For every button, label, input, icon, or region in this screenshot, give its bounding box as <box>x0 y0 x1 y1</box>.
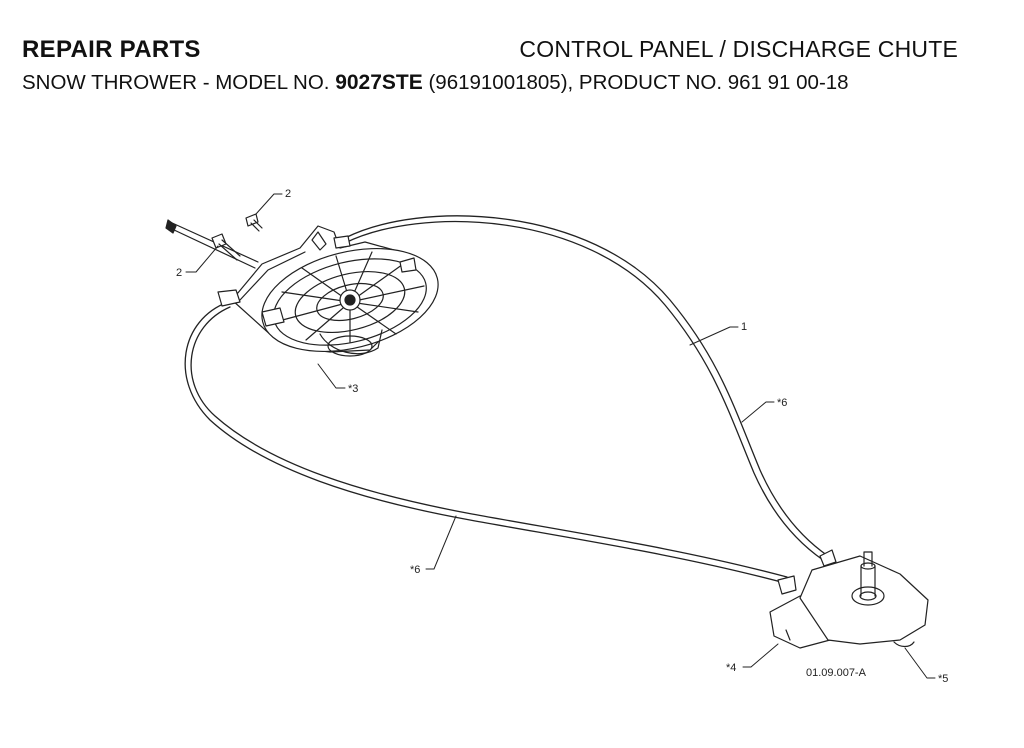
section-title: REPAIR PARTS <box>22 36 201 63</box>
callout-bracket: *4 <box>726 662 736 674</box>
callout-cable-right: *6 <box>777 397 787 409</box>
callout-bolt-top: 2 <box>285 188 291 200</box>
drawing-reference: 01.09.007-A <box>806 667 867 679</box>
cable-upper <box>344 215 829 561</box>
cable-lower <box>184 301 788 584</box>
callout-control-assembly: *3 <box>348 383 358 395</box>
callout-bolt-left: 2 <box>176 267 182 279</box>
bolt-part-2-top <box>245 213 263 232</box>
callout-cable-upper: 1 <box>741 321 747 333</box>
page-title: CONTROL PANEL / DISCHARGE CHUTE <box>519 36 958 62</box>
chute-base-assembly <box>769 549 929 649</box>
control-panel-assembly <box>165 219 439 357</box>
callout-chute-base: *5 <box>938 673 948 685</box>
leader-lines <box>185 193 936 679</box>
callout-cable-lower: *6 <box>410 564 420 576</box>
subtitle-prefix: SNOW THROWER - MODEL NO. <box>22 71 336 94</box>
bolt-part-2-left <box>211 233 241 261</box>
model-number: 9027STE <box>335 71 423 94</box>
subtitle-suffix: (96191001805), PRODUCT NO. 961 91 00-18 <box>422 71 849 94</box>
model-subtitle: SNOW THROWER - MODEL NO. 9027STE (961910… <box>22 71 849 95</box>
